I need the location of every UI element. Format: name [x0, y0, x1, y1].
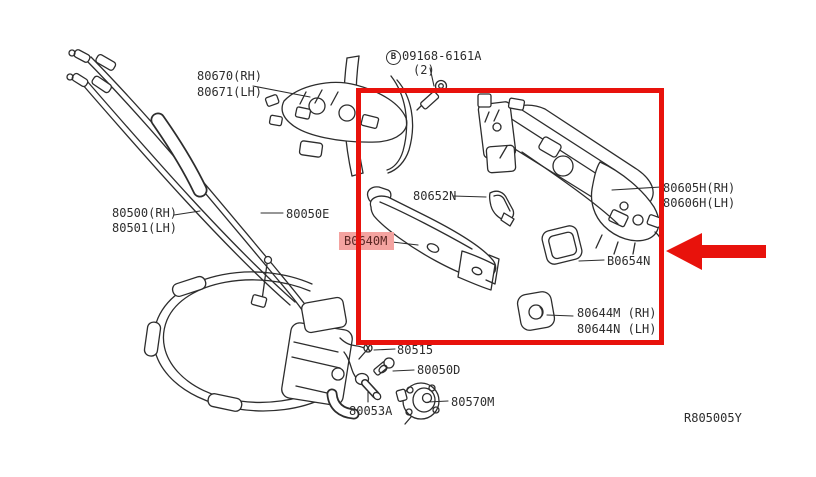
- upper-bracket-drawing: [264, 55, 414, 177]
- part-label-80670: 80670(RH): [197, 69, 263, 83]
- part-label-bolt-qty: (2): [413, 63, 435, 77]
- part-label-80644m: 80644M (RH): [577, 306, 657, 320]
- drawing-reference-code: R805005Y: [684, 411, 742, 425]
- part-label-80050e: 80050E: [286, 207, 330, 221]
- handle-seal-drawing: [541, 225, 583, 265]
- part-label-80652n: 80652N: [413, 189, 457, 203]
- lock-assembly-drawing: [143, 255, 372, 420]
- handle-pad-drawing: [488, 190, 515, 227]
- callout-bolt-drawing: [416, 79, 448, 111]
- part-label-80570m: 80570M: [451, 395, 495, 409]
- small-hardware-drawing: [354, 343, 440, 425]
- circled-letter-badge: B: [386, 50, 401, 65]
- part-label-80606h: 80606H(LH): [663, 196, 736, 210]
- part-label-80515: 80515: [397, 343, 434, 357]
- part-label-bolt-number: 09168-6161A: [402, 49, 482, 63]
- part-label-b0640m-highlighted: B0640M: [344, 234, 388, 248]
- part-label-b0654n: B0654N: [607, 254, 651, 268]
- part-label-80050d: 80050D: [417, 363, 461, 377]
- part-label-80501: 80501(LH): [112, 221, 178, 235]
- part-label-80053a: 80053A: [349, 404, 393, 418]
- part-label-80671: 80671(LH): [197, 85, 263, 99]
- lock-cable-drawing: [66, 49, 308, 311]
- part-label-80644n: 80644N (LH): [577, 322, 657, 336]
- escutcheon-drawing: [516, 291, 556, 331]
- part-label-80500: 80500(RH): [112, 206, 178, 220]
- part-label-80605h: 80605H(RH): [663, 181, 736, 195]
